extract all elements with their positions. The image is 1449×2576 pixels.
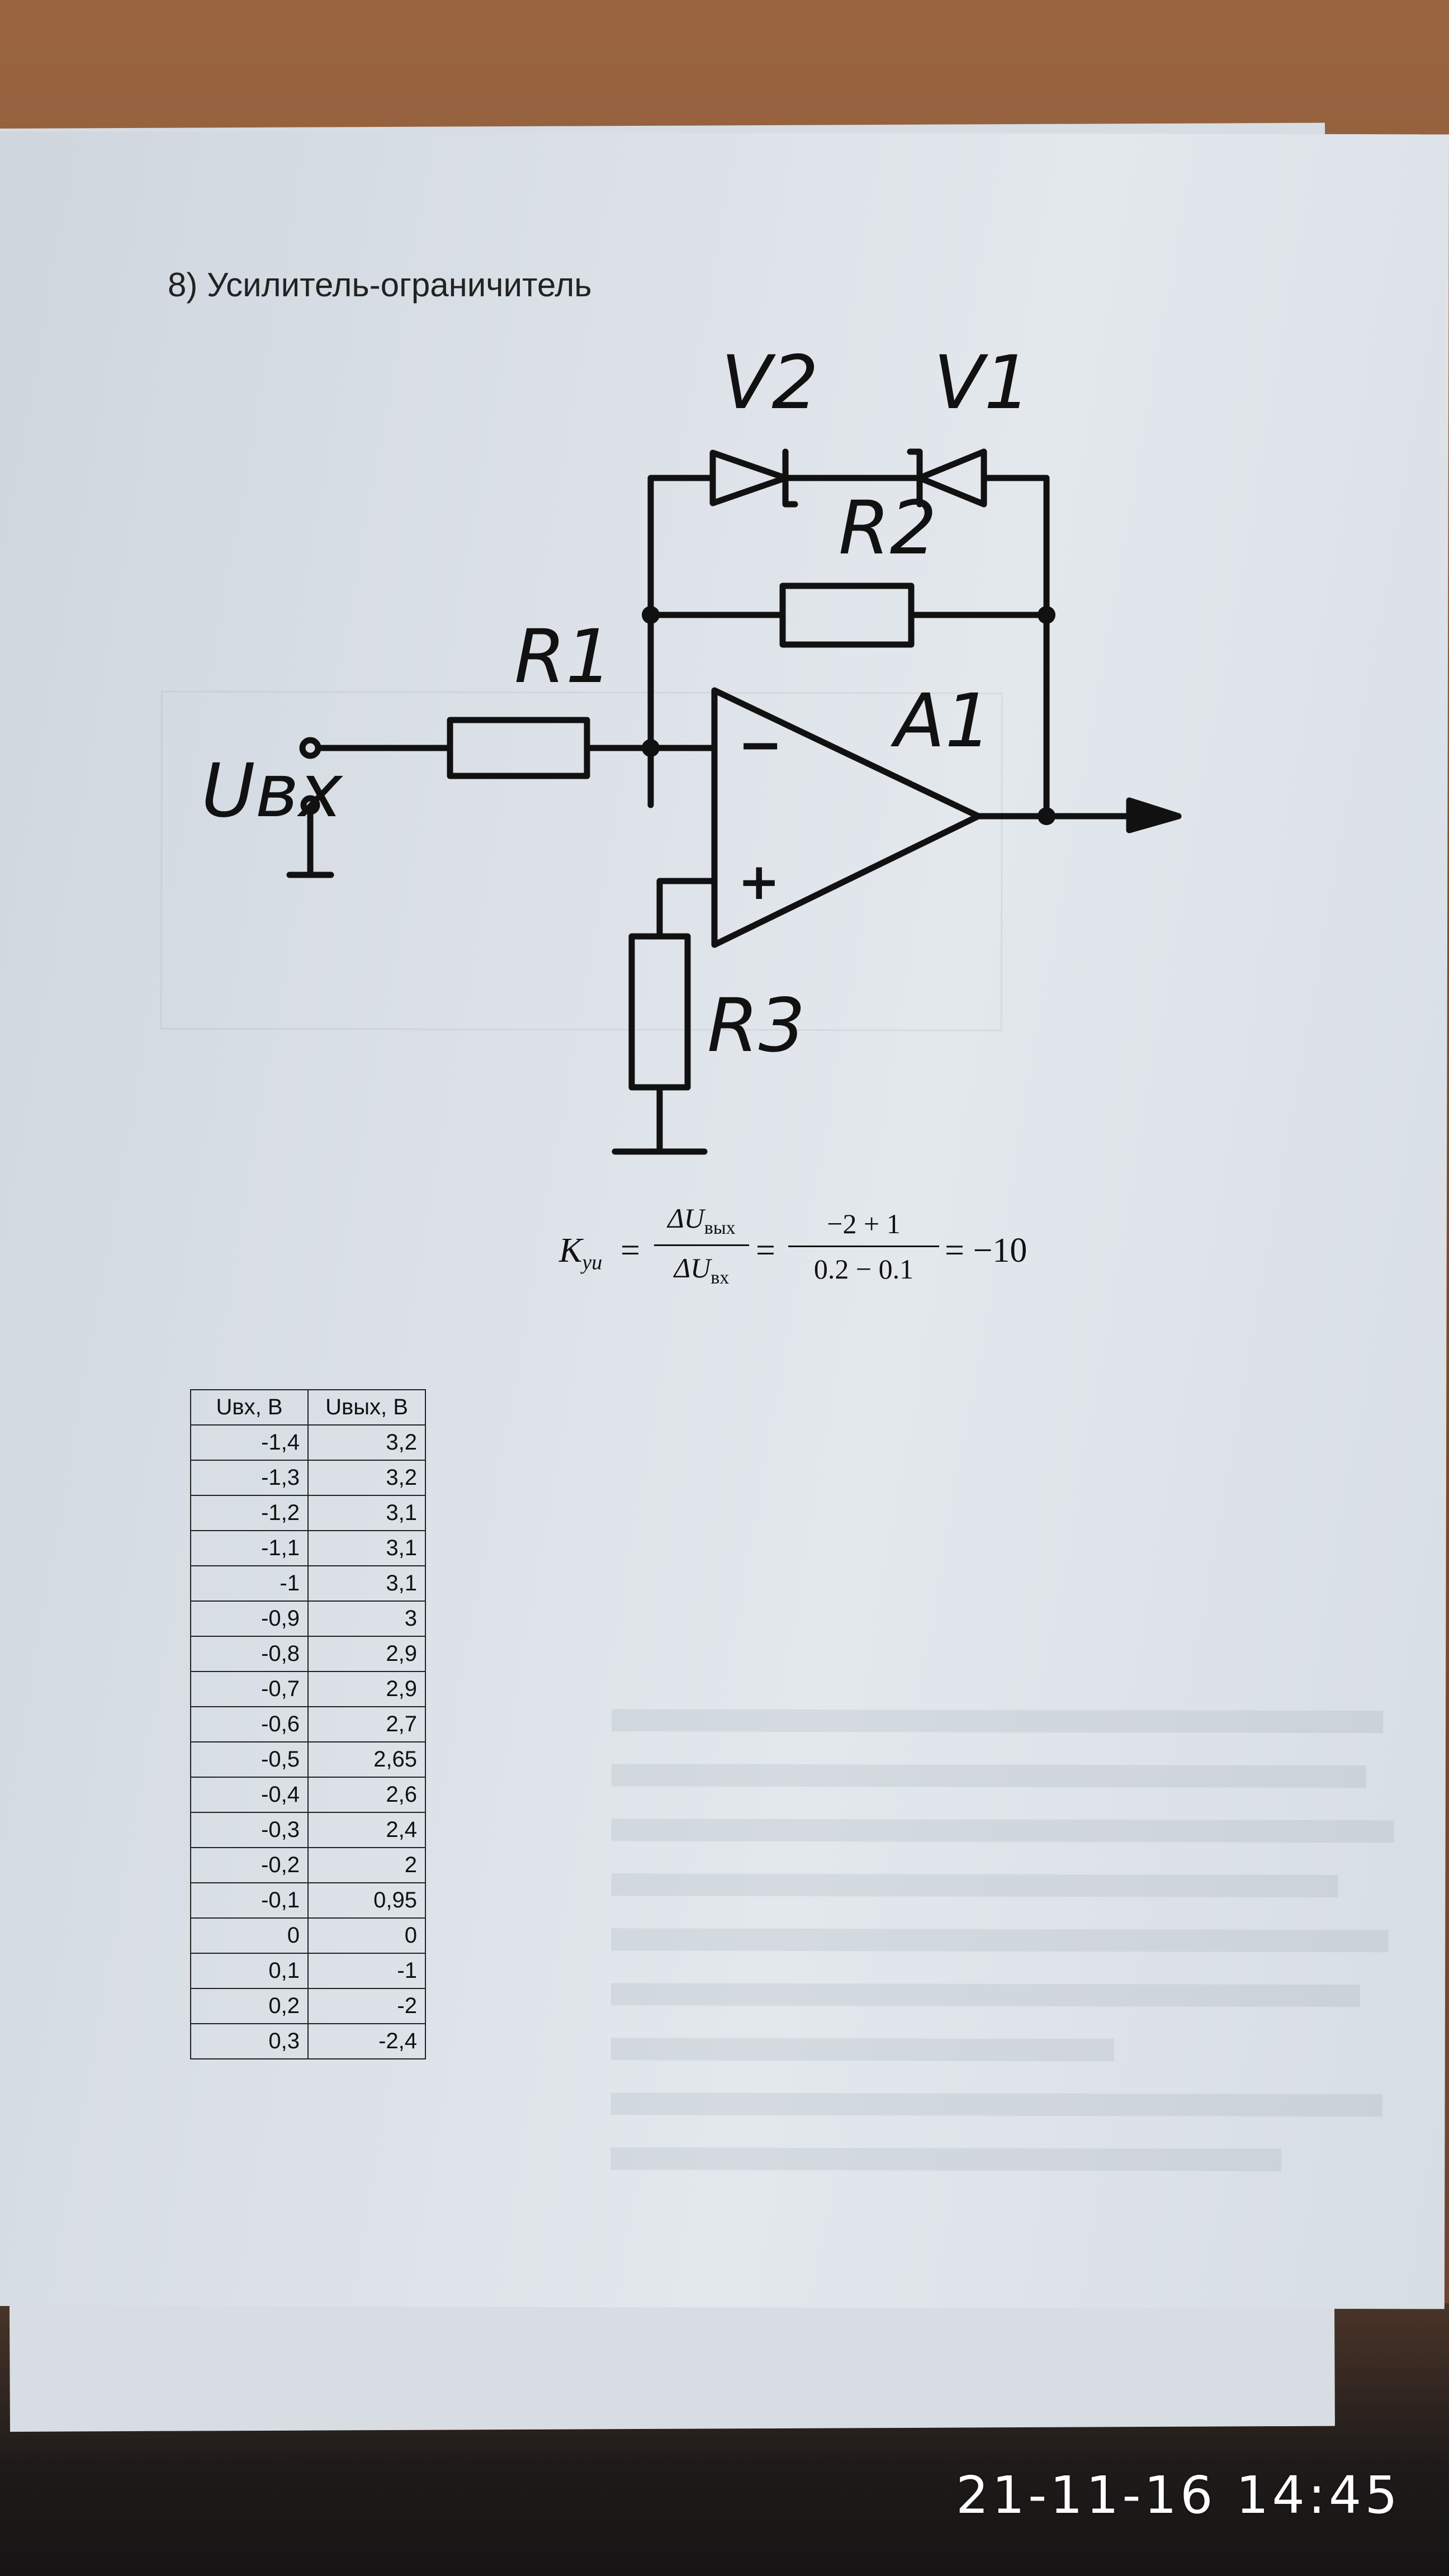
label-r2: R2 (839, 485, 937, 571)
formula-fraction-values: −2 + 1 0.2 − 0.1 (788, 1208, 939, 1285)
cell-uout: 3,1 (307, 1495, 426, 1531)
cell-uin: -0,4 (190, 1777, 309, 1813)
output-arrow (1126, 797, 1182, 834)
cell-uout: 2,9 (307, 1671, 426, 1707)
table-row: 0,3-2,4 (190, 2023, 426, 2059)
opamp-a1 (711, 687, 982, 948)
cell-uout: -2,4 (307, 2023, 426, 2059)
formula-equals-1: = (621, 1232, 640, 1270)
formula-result: = −10 (945, 1232, 1027, 1270)
wire-plus-input (656, 878, 718, 940)
junction-node-1 (642, 739, 660, 757)
header-uout: Uвых, В (307, 1389, 426, 1426)
ground-input (286, 808, 334, 878)
cell-uout: 3,1 (307, 1530, 426, 1566)
junction-node-2 (642, 606, 660, 624)
junction-node-4 (1038, 807, 1055, 825)
gain-formula: Kуи = ΔUвых ΔUвх = −2 + 1 0.2 − 0.1 = −1… (553, 1202, 1057, 1308)
opamp-plus-sign: + (738, 853, 780, 911)
cell-uin: -0,2 (190, 1847, 309, 1883)
opamp-minus-sign: − (738, 713, 783, 776)
formula-fraction-deltas: ΔUвых ΔUвх (654, 1202, 749, 1289)
cell-uin: -1 (190, 1565, 309, 1602)
label-a1: A1 (890, 678, 992, 764)
label-r3: R3 (707, 983, 806, 1069)
cell-uout: 2,4 (307, 1812, 426, 1848)
cell-uin: -1,1 (190, 1530, 309, 1566)
cell-uin: -0,1 (190, 1882, 309, 1919)
label-input-voltage: Uвх (201, 748, 343, 834)
cell-uin: -1,4 (190, 1424, 309, 1461)
cell-uin: -0,7 (190, 1671, 309, 1707)
section-heading: 8) Усилитель-ограничитель (168, 266, 592, 304)
cell-uout: -1 (307, 1953, 426, 1989)
resistor-r1 (447, 717, 590, 779)
cell-uout: 2,6 (307, 1777, 426, 1813)
table-row: 0,2-2 (190, 1988, 426, 2024)
cell-uin: -0,3 (190, 1812, 309, 1848)
formula-lhs: Kуи (559, 1232, 603, 1275)
cell-uout: 3,1 (307, 1565, 426, 1602)
cell-uin: -0,8 (190, 1636, 309, 1672)
wire-feedback-right (981, 475, 1050, 818)
cell-uin: -0,9 (190, 1600, 309, 1637)
cell-uin: -1,2 (190, 1495, 309, 1531)
cell-uout: 3,2 (307, 1424, 426, 1461)
cell-uout: 2 (307, 1847, 426, 1883)
cell-uout: 2,65 (307, 1741, 426, 1778)
label-r1: R1 (514, 614, 613, 700)
cell-uin: 0 (190, 1917, 309, 1954)
cell-uin: -1,3 (190, 1460, 309, 1496)
limiter-amplifier-schematic: V2 V1 R2 R1 A1 Uвх R3 − + (201, 340, 1182, 1155)
cell-uin: -0,5 (190, 1741, 309, 1778)
ground-r3 (612, 1084, 708, 1155)
label-v1: V1 (934, 340, 1031, 426)
junction-node-3 (1038, 606, 1055, 624)
table-header-row: Uвх, В Uвых, В (190, 1389, 426, 1426)
label-v2: V2 (721, 340, 818, 426)
cell-uout: 2,9 (307, 1636, 426, 1672)
cell-uout: 0,95 (307, 1882, 426, 1919)
photo-timestamp: 21-11-16 14:45 (956, 2465, 1401, 2525)
bleed-through-lines (610, 1709, 1394, 2171)
cell-uout: 2,7 (307, 1706, 426, 1742)
cell-uin: 0,2 (190, 1988, 309, 2024)
resistor-r2 (779, 583, 915, 648)
cell-uout: -2 (307, 1988, 426, 2024)
cell-uin: -0,6 (190, 1706, 309, 1742)
resistor-r3 (628, 933, 691, 1091)
cell-uout: 0 (307, 1917, 426, 1954)
cell-uin: 0,1 (190, 1953, 309, 1989)
header-uin: Uвх, В (190, 1389, 309, 1426)
cell-uin: 0,3 (190, 2023, 309, 2059)
formula-equals-2: = (756, 1232, 775, 1270)
cell-uout: 3 (307, 1600, 426, 1637)
wire-feedback-left (647, 475, 716, 808)
cell-uout: 3,2 (307, 1460, 426, 1496)
table-row: 0,1-1 (190, 1953, 426, 1989)
